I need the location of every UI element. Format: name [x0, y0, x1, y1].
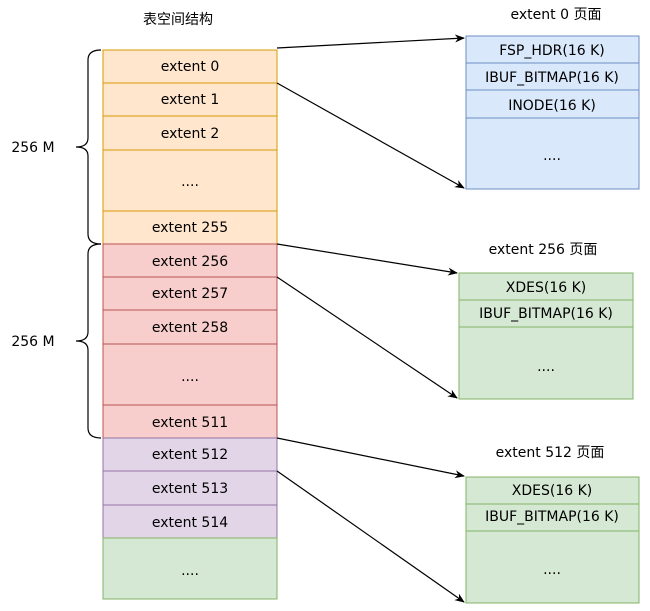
extent-cell: [102, 82, 278, 117]
page-item-label: IBUF_BITMAP(16 K): [479, 306, 613, 322]
extent-label: ....: [181, 563, 199, 579]
extent-label: extent 514: [152, 515, 228, 531]
extent-cell: [102, 115, 278, 151]
extent-cell: [102, 243, 278, 278]
arrow: [276, 34, 465, 49]
page-item-label: ....: [537, 359, 555, 375]
group-size-label: 256 M: [11, 140, 54, 156]
page-item-label: ....: [543, 148, 561, 164]
extent-label: extent 256: [152, 254, 228, 270]
extent-cell: [102, 404, 278, 439]
extent-cell: [102, 49, 278, 84]
page-item-label: XDES(16 K): [506, 280, 586, 296]
extent-label: ....: [181, 369, 199, 385]
brace: [75, 49, 102, 245]
extent-label: extent 513: [152, 481, 228, 497]
group-size-label: 256 M: [11, 334, 54, 350]
page-item: [465, 476, 640, 505]
page-item: [458, 272, 634, 301]
arrow: [276, 276, 458, 399]
extent-label: extent 0: [161, 59, 219, 75]
page-title: extent 256 页面: [489, 242, 598, 258]
extent-label: ....: [181, 174, 199, 190]
arrow: [276, 470, 465, 603]
diagram-title: 表空间结构: [143, 12, 213, 28]
extent-label: extent 257: [152, 286, 228, 302]
extent-cell: [102, 470, 278, 506]
extent-label: extent 512: [152, 447, 228, 463]
arrow: [276, 82, 465, 189]
arrow: [276, 243, 458, 276]
extent-cell: [102, 437, 278, 472]
page-item: [465, 62, 640, 91]
extent-label: extent 1: [161, 92, 219, 108]
page-item: [458, 299, 634, 328]
extent-cell: [102, 309, 278, 345]
page-item-label: INODE(16 K): [508, 98, 596, 114]
arrow: [276, 437, 465, 479]
extent-cell: [102, 537, 278, 600]
extent-label: extent 2: [161, 126, 219, 142]
page-title: extent 512 页面: [496, 445, 605, 461]
brace: [75, 243, 102, 439]
page-item-label: ....: [543, 562, 561, 578]
extent-label: extent 255: [152, 220, 228, 236]
page-item: [465, 89, 640, 119]
page-item-label: IBUF_BITMAP(16 K): [485, 70, 619, 86]
extent-label: extent 511: [152, 415, 228, 431]
extent-cell: [102, 149, 278, 212]
extent-label: extent 258: [152, 320, 228, 336]
page-item-label: IBUF_BITMAP(16 K): [485, 509, 619, 525]
page-item: [465, 503, 640, 532]
page-item-label: FSP_HDR(16 K): [499, 43, 605, 59]
page-item: [465, 35, 640, 64]
page-title: extent 0 页面: [511, 7, 602, 23]
page-item-label: XDES(16 K): [512, 483, 592, 499]
